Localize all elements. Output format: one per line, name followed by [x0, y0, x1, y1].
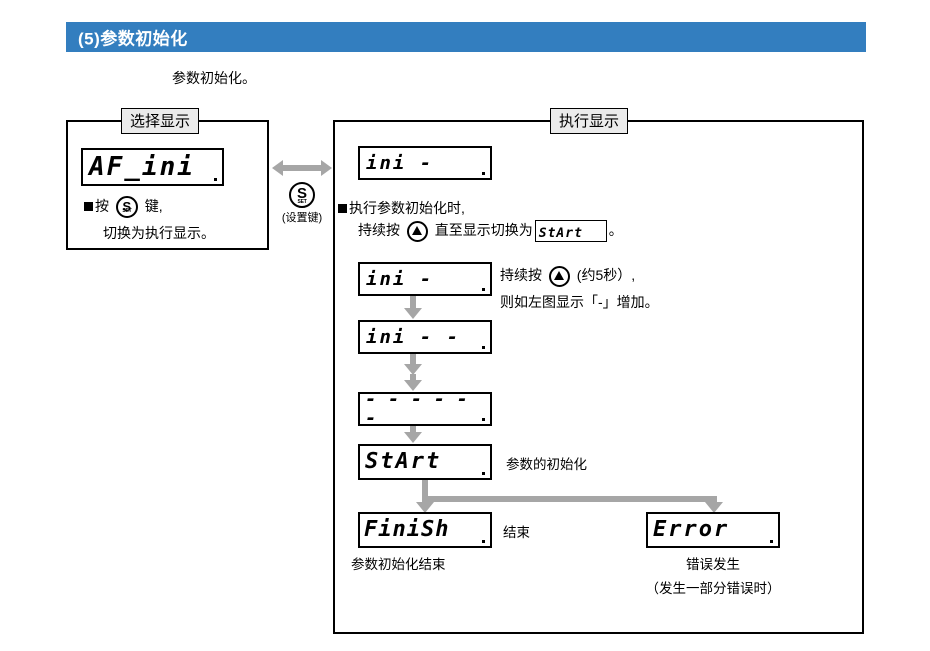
- up-key-icon: [406, 220, 428, 242]
- lcd-step1-segments: ini -: [360, 151, 434, 174]
- lcd-finish: FiniSh: [358, 512, 492, 548]
- flow-arrow-2-head: [404, 364, 422, 375]
- select-display-panel-title: 选择显示: [121, 108, 200, 134]
- page-title: (5)参数初始化: [78, 29, 188, 49]
- exec-display-panel: [333, 120, 864, 634]
- exec-display-panel-title: 执行显示: [550, 108, 629, 134]
- lcd-step2-ini: ini -: [358, 262, 492, 296]
- flow-arrow-1-shaft: [410, 296, 416, 310]
- lcd-step3-segments: ini - -: [360, 325, 461, 348]
- flow-arrow-3-head: [404, 380, 422, 391]
- lcd-step1-decimal-point: [482, 172, 485, 175]
- branch-right-head: [705, 502, 723, 513]
- select-panel-note-line1-post: 键,: [144, 198, 163, 214]
- set-key-sublabel: SET: [122, 207, 132, 214]
- lcd-step4-segments: - - - - - -: [360, 392, 490, 426]
- lcd-step3-ini: ini - -: [358, 320, 492, 354]
- flow-arrow-2-shaft: [410, 354, 416, 366]
- finish-sub-caption: 参数初始化结束: [351, 557, 446, 572]
- up-key-icon-2: [548, 265, 570, 287]
- lcd-inline-start: StArt: [534, 220, 607, 243]
- toggle-arrow-head-right: [321, 160, 332, 176]
- exec-note1-line2-post: 。: [608, 222, 623, 238]
- up-triangle-icon: [412, 226, 423, 236]
- lcd-step1-text: ini -: [366, 151, 434, 174]
- lcd-finish-decimal-point: [482, 540, 485, 543]
- lcd-af-ini: AF_ini: [81, 148, 224, 186]
- exec-note1-line2-pre: 持续按: [358, 222, 400, 238]
- flow-arrow-4-head: [404, 432, 422, 443]
- exec-note2-line2: 则如左图显示「-」增加。: [500, 294, 659, 310]
- exec-note1-line1-text: 执行参数初始化时,: [349, 200, 465, 216]
- lcd-finish-segments: FiniSh: [360, 519, 449, 541]
- set-key-group: S SET: [284, 182, 320, 208]
- set-key-icon: S SET: [289, 182, 315, 208]
- lcd-step4-text: - - - - - -: [365, 392, 468, 426]
- intro-text: 参数初始化。: [172, 70, 256, 86]
- exec-note2-line1: 持续按 (约5秒）,: [500, 265, 635, 287]
- lcd-af-ini-text: AF_ini: [89, 152, 195, 182]
- section-header-bar: (5)参数初始化: [66, 22, 866, 52]
- finish-caption: 结束: [503, 525, 530, 540]
- lcd-error-segments: Error: [648, 519, 729, 541]
- error-caption-line2: （发生一部分错误时）: [645, 581, 781, 596]
- branch-left-shaft: [422, 496, 428, 504]
- branch-right-shaft: [711, 496, 717, 504]
- lcd-step3-text: ini - -: [366, 325, 461, 348]
- toggle-arrow-head-left: [272, 160, 283, 176]
- branch-horizontal-bar: [422, 496, 717, 502]
- exec-note1-line1: 执行参数初始化时,: [338, 198, 465, 219]
- set-key-icon-inline: S SET: [115, 196, 138, 219]
- exec-note2-line1-post: (约5秒）,: [576, 267, 636, 283]
- branch-trunk-shaft: [422, 480, 428, 502]
- flow-arrow-1-head: [404, 308, 422, 319]
- exec-note2-line1-pre: 持续按: [500, 267, 542, 283]
- toggle-arrow-bar: [283, 165, 321, 171]
- set-key-caption: (设置键): [281, 212, 323, 224]
- set-key-icon-letter: S: [296, 185, 307, 202]
- lcd-error-text: Error: [653, 517, 730, 542]
- lcd-step1-ini: ini -: [358, 146, 492, 180]
- lcd-step4-decimal-point: [482, 418, 485, 421]
- select-panel-note-line1: 按 S SET 键,: [84, 196, 163, 219]
- lcd-step2-decimal-point: [482, 288, 485, 291]
- lcd-start-segments: StArt: [360, 451, 441, 473]
- lcd-step2-segments: ini -: [360, 267, 434, 290]
- error-caption-line1: 错误发生: [686, 557, 740, 572]
- lcd-step2-text: ini -: [366, 267, 434, 290]
- lcd-error: Error: [646, 512, 780, 548]
- start-caption: 参数的初始化: [506, 457, 587, 472]
- lcd-finish-text: FiniSh: [364, 517, 450, 542]
- lcd-af-ini-segments: AF_ini: [83, 154, 195, 180]
- lcd-start-decimal-point: [482, 472, 485, 475]
- bullet-square-icon-2: [338, 204, 347, 213]
- flow-arrow-3-shaft: [410, 374, 416, 382]
- lcd-start-text: StArt: [365, 449, 442, 474]
- lcd-start: StArt: [358, 444, 492, 480]
- bullet-square-icon: [84, 202, 93, 211]
- lcd-step4-dashes: - - - - - -: [358, 392, 492, 426]
- exec-note1-line2-mid: 直至显示切换为: [434, 222, 533, 238]
- set-key-letter: S: [122, 199, 132, 215]
- lcd-error-decimal-point: [770, 540, 773, 543]
- lcd-af-ini-decimal-point: [214, 178, 217, 181]
- up-triangle-icon-2: [554, 271, 565, 281]
- lcd-inline-start-text: StArt: [538, 226, 583, 242]
- set-key-icon-sublabel: SET: [297, 199, 307, 205]
- exec-note1-line2: 持续按 直至显示切换为 StArt 。: [358, 220, 623, 243]
- select-panel-note-line1-pre: 按: [95, 198, 109, 214]
- flow-arrow-4-shaft: [410, 426, 416, 434]
- select-panel-note-line2: 切换为执行显示。: [103, 225, 215, 241]
- lcd-step3-decimal-point: [482, 346, 485, 349]
- branch-left-head: [416, 502, 434, 513]
